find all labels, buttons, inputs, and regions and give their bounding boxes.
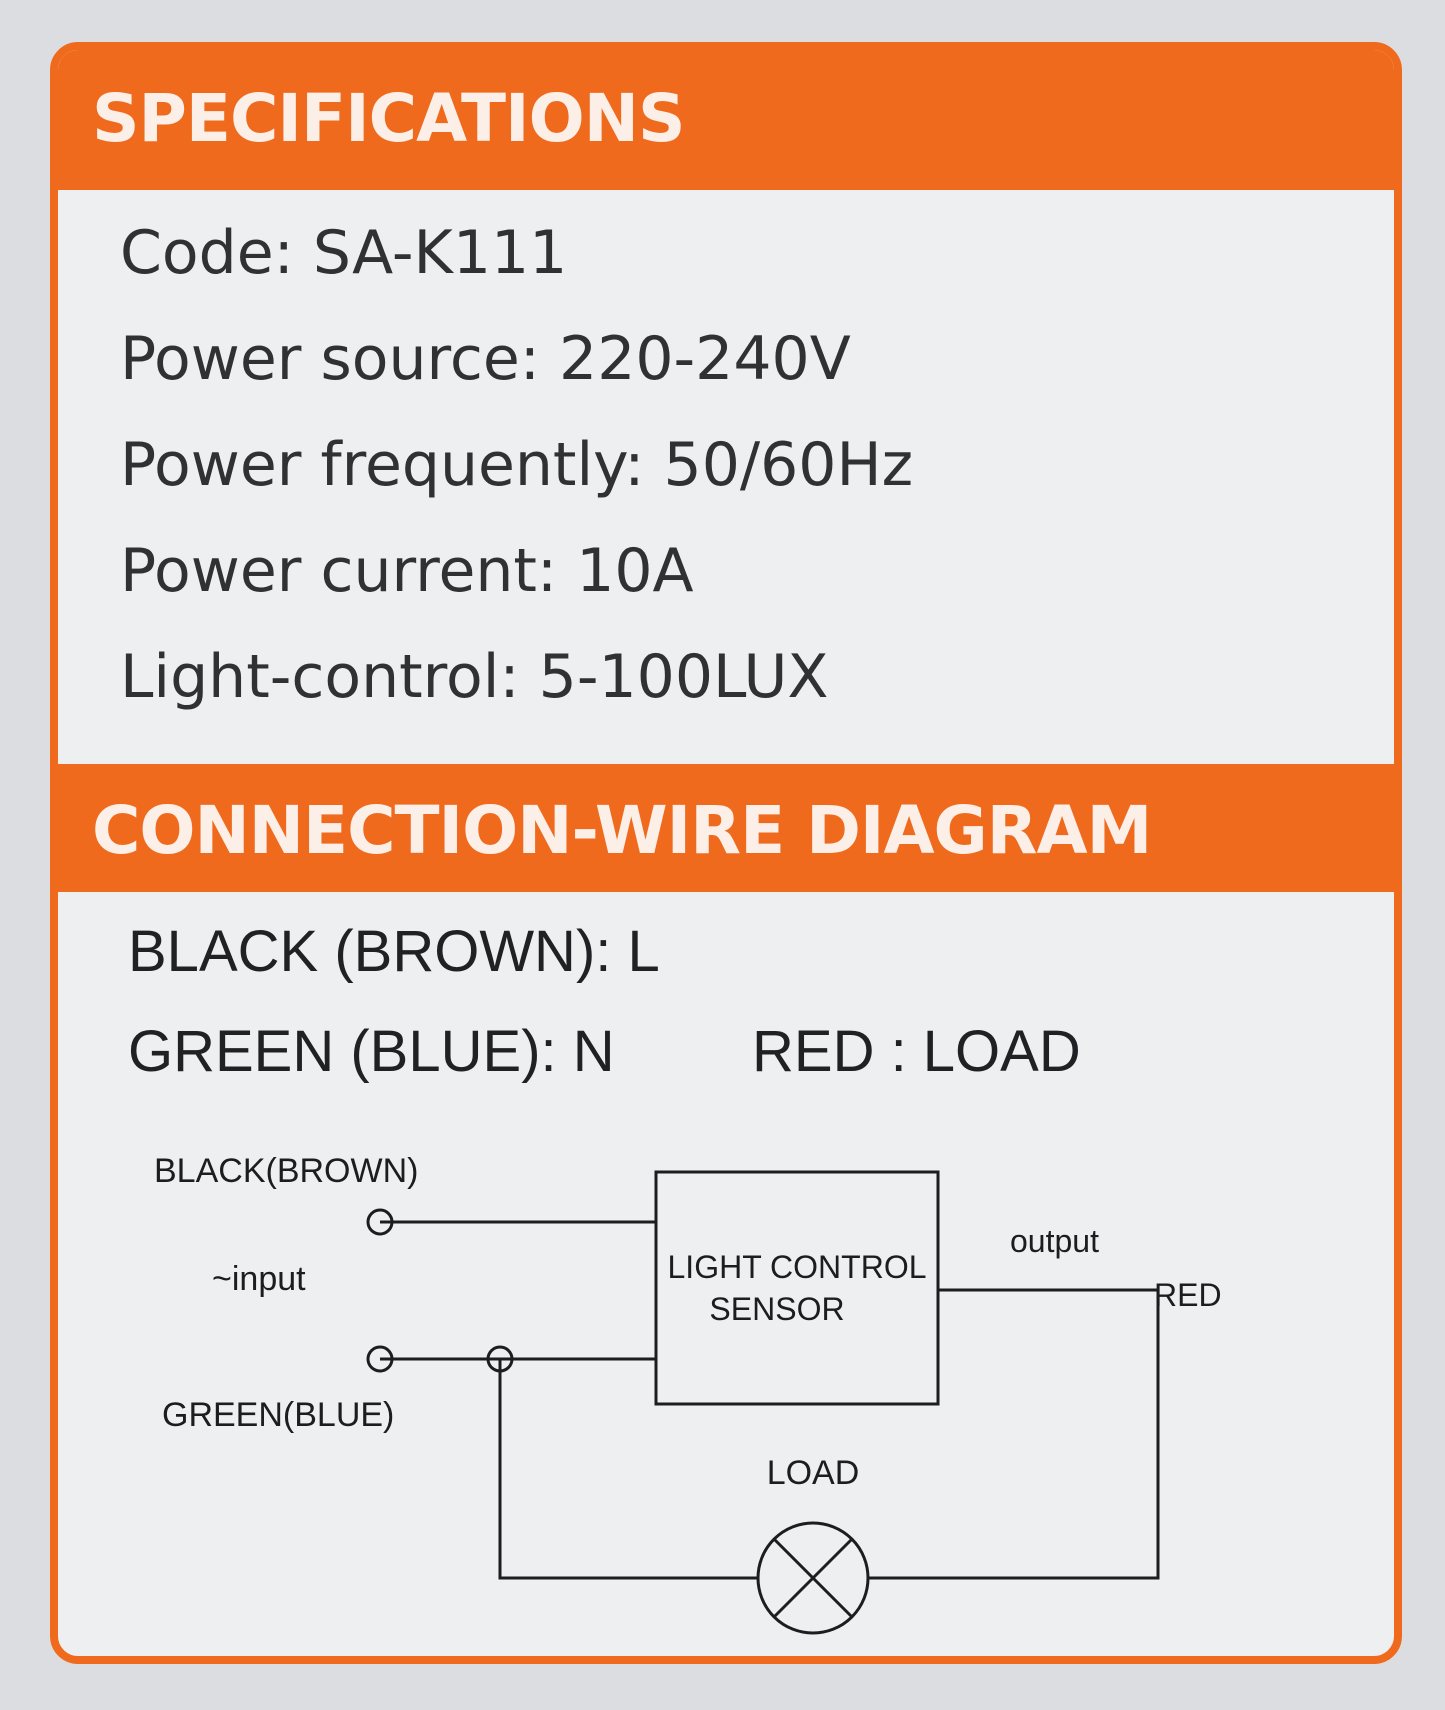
spec-light-control: Light-control: 5-100LUX <box>120 642 829 712</box>
sensor-label-line1: LIGHT CONTROL <box>668 1249 927 1285</box>
spec-power-frequency: Power frequently: 50/60Hz <box>120 430 914 500</box>
spec-code: Code: SA-K111 <box>120 218 568 288</box>
label-input: ~input <box>212 1260 306 1298</box>
specifications-header: SPECIFICATIONS <box>58 50 1394 190</box>
connection-title: CONNECTION-WIRE DIAGRAM <box>92 792 1152 869</box>
label-black-brown: BLACK(BROWN) <box>154 1152 418 1190</box>
label-load: LOAD <box>767 1454 860 1492</box>
spec-power-source: Power source: 220-240V <box>120 324 851 394</box>
spec-power-current: Power current: 10A <box>120 536 694 606</box>
connection-header: CONNECTION-WIRE DIAGRAM <box>58 764 1394 892</box>
wire-red-line: RED : LOAD <box>752 1019 1081 1084</box>
label-output: output <box>1010 1223 1099 1259</box>
wire-output-to-load <box>868 1288 1160 1580</box>
wiring-diagram: BLACK(BROWN) ~input GREEN(BLUE) LIGHT CO… <box>154 1152 1222 1635</box>
light-control-sensor-box <box>654 1170 940 1406</box>
wire-black-line: BLACK (BROWN): L <box>128 919 660 984</box>
specification-label-card: SPECIFICATIONS Code: SA-K111 Power sourc… <box>50 42 1402 1664</box>
specifications-title: SPECIFICATIONS <box>92 80 685 157</box>
label-red: RED <box>1154 1277 1222 1313</box>
label-green-blue: GREEN(BLUE) <box>162 1396 394 1434</box>
sensor-label-line2: SENSOR <box>709 1291 844 1327</box>
lamp-symbol-icon <box>756 1521 870 1635</box>
wire-green-line: GREEN (BLUE): N <box>128 1019 615 1084</box>
wire-neutral-to-load <box>498 1359 758 1580</box>
